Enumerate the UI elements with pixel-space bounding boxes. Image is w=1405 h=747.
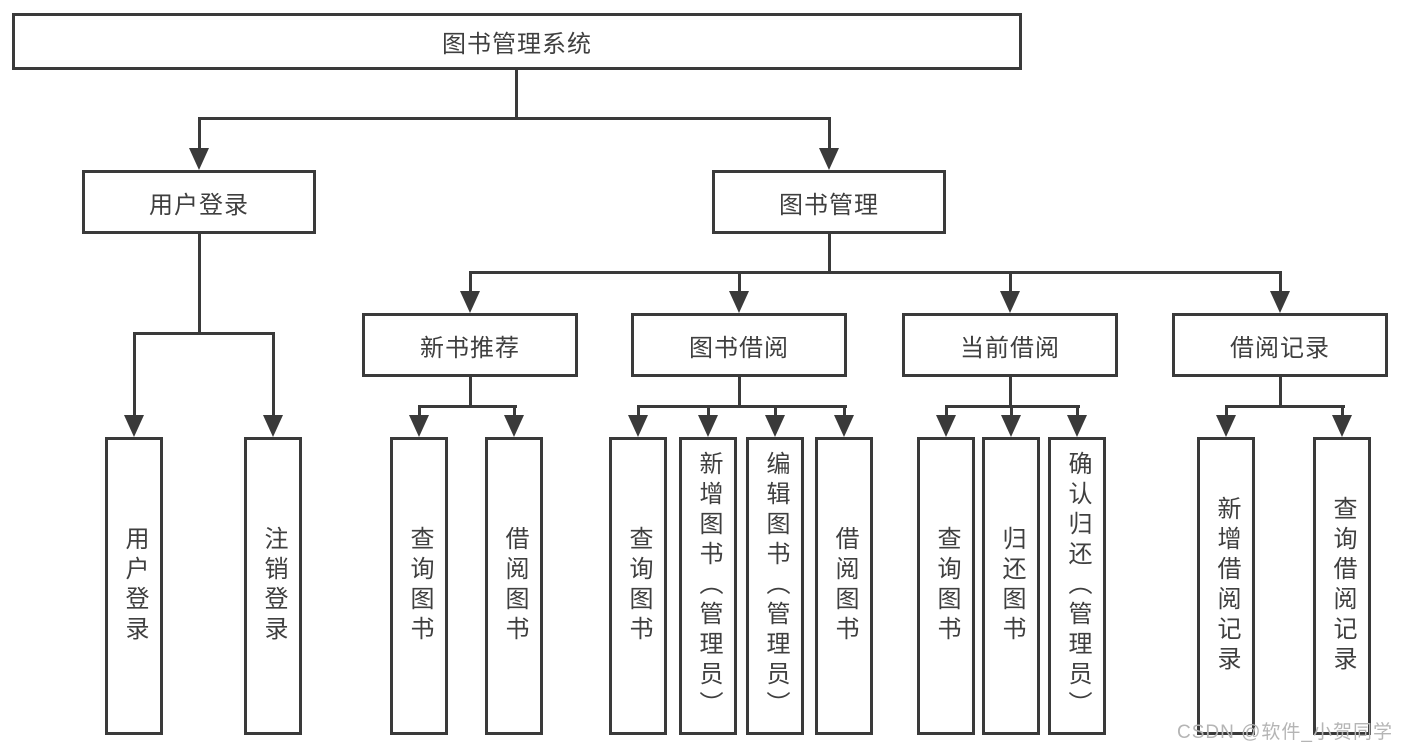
leaf-return-book: 归还图书 [982, 437, 1040, 735]
connector-drop-leaf [1010, 405, 1013, 419]
connector-user-login-rail [133, 332, 275, 335]
connector-drop-new-book-recommend [469, 271, 472, 295]
connector-borrow-records-stem [1279, 377, 1282, 408]
connector-book-borrow-rail [637, 405, 847, 408]
arrow-down-icon [409, 415, 429, 437]
node-user-login: 用户登录 [82, 170, 316, 234]
connector-drop-leaf [1225, 405, 1228, 419]
arrow-down-icon [1332, 415, 1352, 437]
arrow-down-icon [936, 415, 956, 437]
connector-drop-leaf [637, 405, 640, 419]
arrow-down-icon [1270, 291, 1290, 313]
connector-drop-leaf [1076, 405, 1079, 419]
connector-drop-book-borrow [738, 271, 741, 295]
connector-drop-leaf [513, 405, 516, 419]
node-current-borrow-label: 当前借阅 [960, 334, 1060, 362]
node-book-borrow-label: 图书借阅 [689, 334, 789, 362]
connector-user-login-stem [198, 234, 201, 335]
leaf-user-login: 用户登录 [105, 437, 163, 735]
arrow-down-icon [834, 415, 854, 437]
arrow-down-icon [1216, 415, 1236, 437]
connector-root-stem [515, 70, 518, 118]
connector-book-borrow-stem [738, 377, 741, 408]
arrow-down-icon [628, 415, 648, 437]
connector-drop-book-management [828, 117, 831, 155]
node-borrow-records: 借阅记录 [1172, 313, 1388, 377]
leaf-add-borrow-record-label: 新增借阅记录 [1213, 496, 1240, 676]
node-new-book-recommend-label: 新书推荐 [420, 334, 520, 362]
connector-drop-borrow-records [1279, 271, 1282, 295]
connector-drop-leaf-user-login [133, 332, 136, 419]
leaf-query-books-recommend: 查询图书 [390, 437, 448, 735]
leaf-borrow-books: 借阅图书 [815, 437, 873, 735]
connector-drop-leaf [774, 405, 777, 419]
leaf-user-login-label: 用户登录 [121, 526, 148, 646]
leaf-query-books-borrow-label: 查询图书 [625, 526, 652, 646]
arrow-down-icon [729, 291, 749, 313]
leaf-confirm-return-admin-label: 确认归还（管理员） [1064, 451, 1091, 721]
leaf-query-borrow-record: 查询借阅记录 [1313, 437, 1371, 735]
connector-drop-user-login [198, 117, 201, 155]
leaf-query-books-current: 查询图书 [917, 437, 975, 735]
connector-book-management-stem [828, 234, 831, 274]
arrow-down-icon [189, 148, 209, 170]
leaf-add-book-admin-label: 新增图书（管理员） [695, 451, 722, 721]
connector-level2-rail [469, 271, 1282, 274]
node-book-management: 图书管理 [712, 170, 946, 234]
connector-new-book-recommend-stem [469, 377, 472, 408]
connector-drop-current-borrow [1009, 271, 1012, 295]
leaf-query-borrow-record-label: 查询借阅记录 [1329, 496, 1356, 676]
arrow-down-icon [1067, 415, 1087, 437]
leaf-query-books-current-label: 查询图书 [933, 526, 960, 646]
arrow-down-icon [460, 291, 480, 313]
arrow-down-icon [124, 415, 144, 437]
arrow-down-icon [698, 415, 718, 437]
node-book-management-label: 图书管理 [779, 191, 879, 219]
leaf-add-book-admin: 新增图书（管理员） [679, 437, 737, 735]
node-current-borrow: 当前借阅 [902, 313, 1118, 377]
connector-level1-rail [198, 117, 831, 120]
arrow-down-icon [504, 415, 524, 437]
connector-drop-leaf [1341, 405, 1344, 419]
arrow-down-icon [1001, 415, 1021, 437]
leaf-query-books-borrow: 查询图书 [609, 437, 667, 735]
connector-current-borrow-stem [1009, 377, 1012, 408]
watermark: CSDN @软件_小贺同学 [1177, 722, 1393, 743]
leaf-confirm-return-admin: 确认归还（管理员） [1048, 437, 1106, 735]
node-book-borrow: 图书借阅 [631, 313, 847, 377]
node-new-book-recommend: 新书推荐 [362, 313, 578, 377]
connector-drop-leaf [843, 405, 846, 419]
leaf-return-book-label: 归还图书 [998, 526, 1025, 646]
leaf-logout-label: 注销登录 [260, 526, 287, 646]
connector-new-book-recommend-rail [418, 405, 517, 408]
leaf-logout: 注销登录 [244, 437, 302, 735]
connector-drop-leaf [707, 405, 710, 419]
arrow-down-icon [1000, 291, 1020, 313]
leaf-edit-book-admin-label: 编辑图书（管理员） [762, 451, 789, 721]
node-borrow-records-label: 借阅记录 [1230, 334, 1330, 362]
connector-drop-leaf [418, 405, 421, 419]
node-user-login-label: 用户登录 [149, 191, 249, 219]
connector-drop-leaf-logout [272, 332, 275, 419]
leaf-borrow-books-label: 借阅图书 [831, 526, 858, 646]
connector-borrow-records-rail [1225, 405, 1345, 408]
leaf-borrow-books-recommend: 借阅图书 [485, 437, 543, 735]
leaf-borrow-books-recommend-label: 借阅图书 [501, 526, 528, 646]
connector-drop-leaf [945, 405, 948, 419]
arrow-down-icon [819, 148, 839, 170]
leaf-add-borrow-record: 新增借阅记录 [1197, 437, 1255, 735]
node-root-label: 图书管理系统 [442, 31, 592, 58]
arrow-down-icon [263, 415, 283, 437]
arrow-down-icon [765, 415, 785, 437]
node-root: 图书管理系统 [12, 13, 1022, 70]
leaf-edit-book-admin: 编辑图书（管理员） [746, 437, 804, 735]
leaf-query-books-recommend-label: 查询图书 [406, 526, 433, 646]
